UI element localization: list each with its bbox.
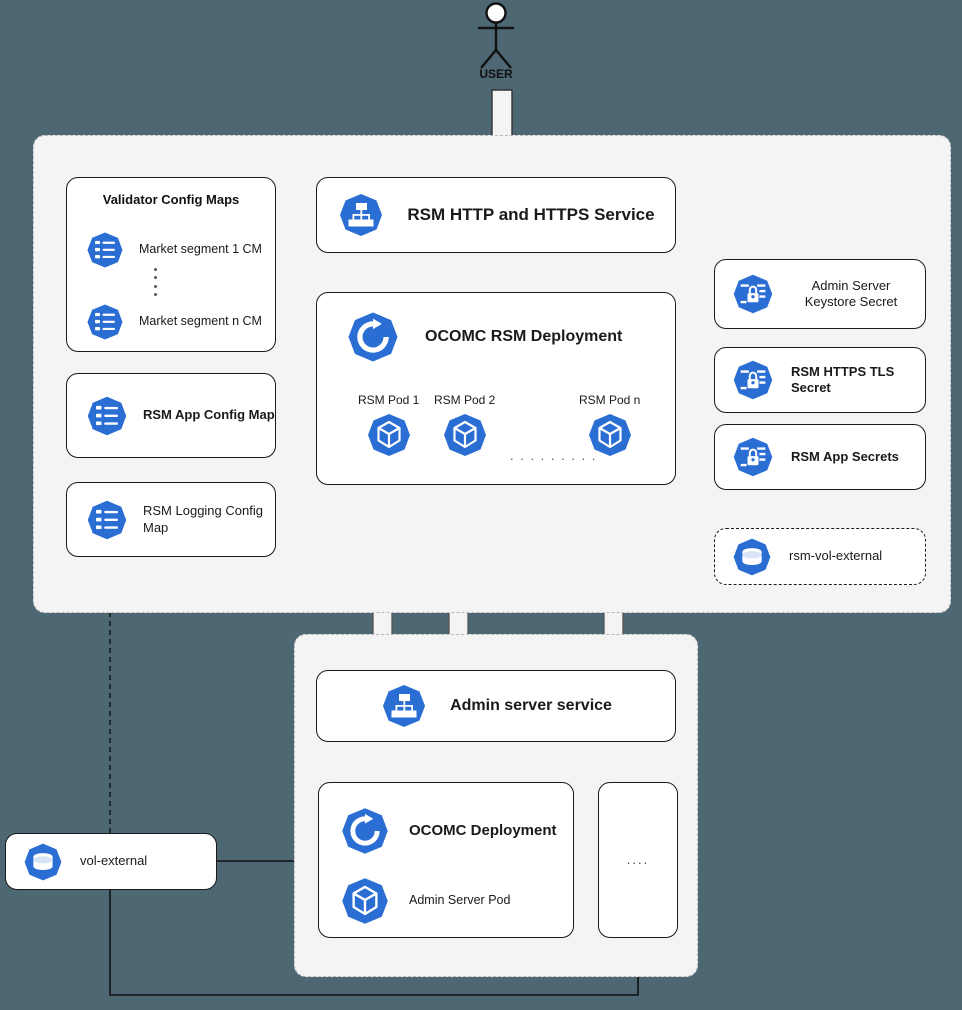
volume-icon <box>733 538 771 575</box>
rsm-vol-external-label: rsm-vol-external <box>789 548 883 564</box>
rsm-vol-external-box[interactable]: rsm-vol-external <box>714 528 926 585</box>
rsm-pod-1-label: RSM Pod 1 <box>358 393 420 407</box>
rsm-pod-n[interactable]: RSM Pod n <box>579 393 640 459</box>
validator-ellipsis-icon <box>153 268 157 296</box>
ocomc-rsm-deployment-box[interactable]: OCOMC RSM Deployment RSM Pod 1 RSM Pod 2… <box>316 292 676 485</box>
admin-server-service-box[interactable]: Admin server service <box>316 670 676 742</box>
user-actor-icon <box>478 2 514 69</box>
additional-deployments-label: .... <box>626 851 650 867</box>
pod-icon <box>367 414 410 456</box>
configmap-icon <box>87 232 123 268</box>
secret-icon <box>733 437 773 477</box>
validator-config-map-item-1[interactable]: Market segment 1 CM <box>85 230 262 270</box>
rsm-app-secrets-box[interactable]: RSM App Secrets <box>714 424 926 490</box>
deployment-icon <box>348 312 398 362</box>
validator-config-map-label-2: Market segment n CM <box>139 314 262 329</box>
ocomc-deployment-header: OCOMC Deployment <box>339 805 557 857</box>
rsm-pod-2-label: RSM Pod 2 <box>434 393 496 407</box>
configmap-icon <box>87 304 123 340</box>
validator-config-maps-title: Validator Config Maps <box>102 192 240 207</box>
rsm-logging-config-map-box[interactable]: RSM Logging Config Map <box>66 482 276 557</box>
rsm-app-secrets-label: RSM App Secrets <box>791 448 899 464</box>
pod-icon <box>588 414 631 456</box>
admin-server-keystore-secret-label: Admin Server Keystore Secret <box>804 277 898 309</box>
pod-icon <box>443 414 486 456</box>
vol-external-box[interactable]: vol-external <box>5 833 217 890</box>
admin-server-service-label: Admin server service <box>450 697 612 714</box>
rsm-https-tls-secret-box[interactable]: RSM HTTPS TLS Secret <box>714 347 926 413</box>
rsm-app-config-map-label: RSM App Config Map <box>143 407 275 423</box>
rsm-https-tls-secret-label: RSM HTTPS TLS Secret <box>791 363 895 395</box>
rsm-pod-n-label: RSM Pod n <box>579 393 641 407</box>
validator-config-map-label-1: Market segment 1 CM <box>139 242 262 257</box>
configmap-icon <box>87 396 127 435</box>
validator-config-map-item-2[interactable]: Market segment n CM <box>85 302 262 342</box>
pod-icon <box>342 878 388 924</box>
validator-config-maps-box[interactable]: Validator Config Maps Market segment 1 C… <box>66 177 276 352</box>
volume-icon <box>24 843 62 880</box>
additional-deployments-box[interactable]: .... <box>598 782 678 938</box>
rsm-http-https-service-label: RSM HTTP and HTTPS Service <box>407 205 655 225</box>
admin-server-pod[interactable]: Admin Server Pod <box>339 875 510 927</box>
ocomc-rsm-deployment-header: OCOMC RSM Deployment <box>345 309 622 365</box>
secret-icon <box>733 274 773 314</box>
service-icon <box>383 685 426 727</box>
secret-icon <box>733 360 773 400</box>
ocomc-rsm-deployment-label: OCOMC RSM Deployment <box>425 328 623 345</box>
admin-server-keystore-secret-box[interactable]: Admin Server Keystore Secret <box>714 259 926 329</box>
rsm-logging-config-map-label: RSM Logging Config Map <box>143 503 263 535</box>
admin-server-pod-label: Admin Server Pod <box>409 893 511 908</box>
rsm-pod-2[interactable]: RSM Pod 2 <box>434 393 495 459</box>
ocomc-deployment-box[interactable]: OCOMC Deployment Admin Server Pod <box>318 782 574 938</box>
rsm-pods-ellipsis: . . . . . . . . . <box>510 448 597 463</box>
user-actor-label: USER <box>479 67 513 81</box>
ocomc-deployment-label: OCOMC Deployment <box>409 821 557 839</box>
vol-external-label: vol-external <box>80 853 148 869</box>
rsm-http-https-service-box[interactable]: RSM HTTP and HTTPS Service <box>316 177 676 253</box>
rsm-pod-1[interactable]: RSM Pod 1 <box>358 393 419 459</box>
service-icon <box>340 194 383 236</box>
configmap-icon <box>87 500 127 539</box>
rsm-app-config-map-box[interactable]: RSM App Config Map <box>66 373 276 458</box>
deployment-icon <box>342 808 388 854</box>
